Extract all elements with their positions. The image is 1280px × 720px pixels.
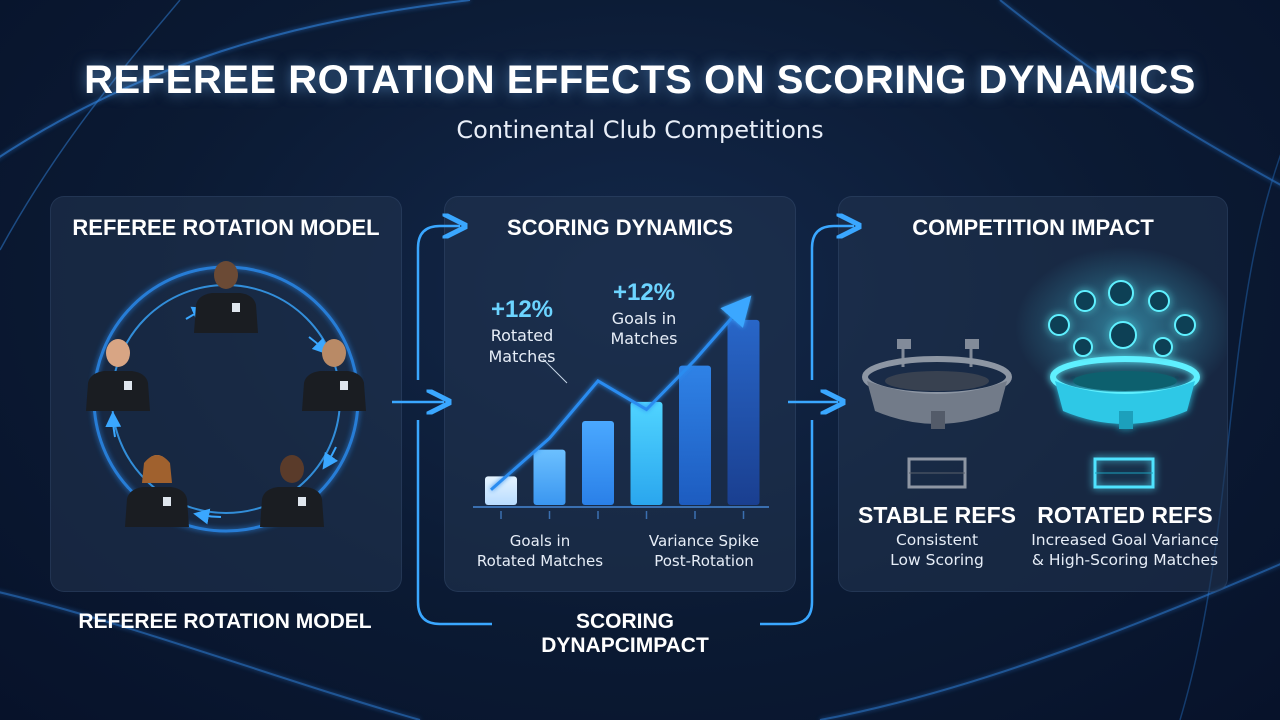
panel-title-impact: COMPETITION IMPACT (912, 215, 1154, 240)
callout-right-line1: Goals in (611, 309, 677, 328)
callout-right-pct: +12% (612, 279, 676, 306)
bar-6 (727, 319, 760, 505)
stable-refs-heading: STABLE REFS (857, 502, 1017, 528)
impact-illustration (862, 247, 1227, 489)
rotated-refs-line1: Increased Goal Variance (1031, 531, 1219, 549)
bar-4 (630, 401, 663, 505)
bar-5 (679, 365, 711, 505)
referee-avatar-left (86, 339, 150, 411)
scoring-dynamics-panel: SCORING DYNAMICS +12% Rotated Matches +1… (444, 196, 796, 592)
rotated-refs-heading: ROTATED REFS (1037, 502, 1213, 528)
goal-icon-stable (907, 457, 967, 489)
rotation-cycle-diagram (86, 261, 366, 533)
competition-impact-panel: COMPETITION IMPACT (838, 196, 1228, 592)
callout-pointer (542, 358, 568, 384)
scoring-bar-chart (473, 295, 769, 519)
note-left-line2: Rotated Matches (476, 552, 604, 570)
bar-3 (582, 421, 614, 505)
goal-icon-rotated (1093, 457, 1155, 489)
trend-line (490, 295, 752, 491)
rotated-refs-line2: & High-Scoring Matches (1031, 551, 1219, 569)
stable-refs-line2: Low Scoring (890, 551, 984, 569)
flow-bracket-right (760, 420, 814, 626)
page-subtitle: Continental Club Competitions (456, 116, 824, 144)
referee-avatar-top (194, 261, 258, 333)
panel-title-rotation: REFEREE ROTATION MODEL (72, 215, 380, 240)
flow-arrow-up-1 (416, 226, 460, 380)
stable-refs-line1: Consistent (895, 531, 979, 549)
soccer-ball-icons (1048, 280, 1196, 357)
callout-right-line2: Matches (610, 329, 678, 348)
callout-left-line2: Matches (488, 347, 556, 366)
note-left-line1: Goals in (509, 532, 571, 550)
footer-label-scoring: SCORING DYNAPCIMPACT (541, 610, 709, 657)
panel-title-scoring: SCORING DYNAMICS (506, 215, 734, 240)
page-title: REFEREE ROTATION EFFECTS ON SCORING DYNA… (84, 58, 1196, 102)
note-right-line2: Post-Rotation (654, 552, 754, 570)
flow-arrow-up-2 (810, 226, 854, 380)
note-right-line1: Variance Spike (648, 532, 760, 550)
callout-left-line1: Rotated (490, 326, 554, 345)
flow-bracket-left (416, 420, 492, 626)
stadium-icon-stable (862, 339, 1012, 429)
stadium-icon-rotated (1050, 356, 1200, 429)
referee-avatar-bottom-left (125, 455, 189, 527)
bar-2 (533, 449, 566, 505)
referee-avatar-bottom-right (260, 455, 324, 527)
footer-label-rotation: REFEREE ROTATION MODEL (78, 610, 372, 633)
bar-1 (485, 476, 517, 505)
referee-rotation-panel: REFEREE ROTATION MODEL (50, 196, 402, 592)
referee-avatar-right (302, 339, 366, 411)
callout-left-pct: +12% (490, 296, 554, 323)
